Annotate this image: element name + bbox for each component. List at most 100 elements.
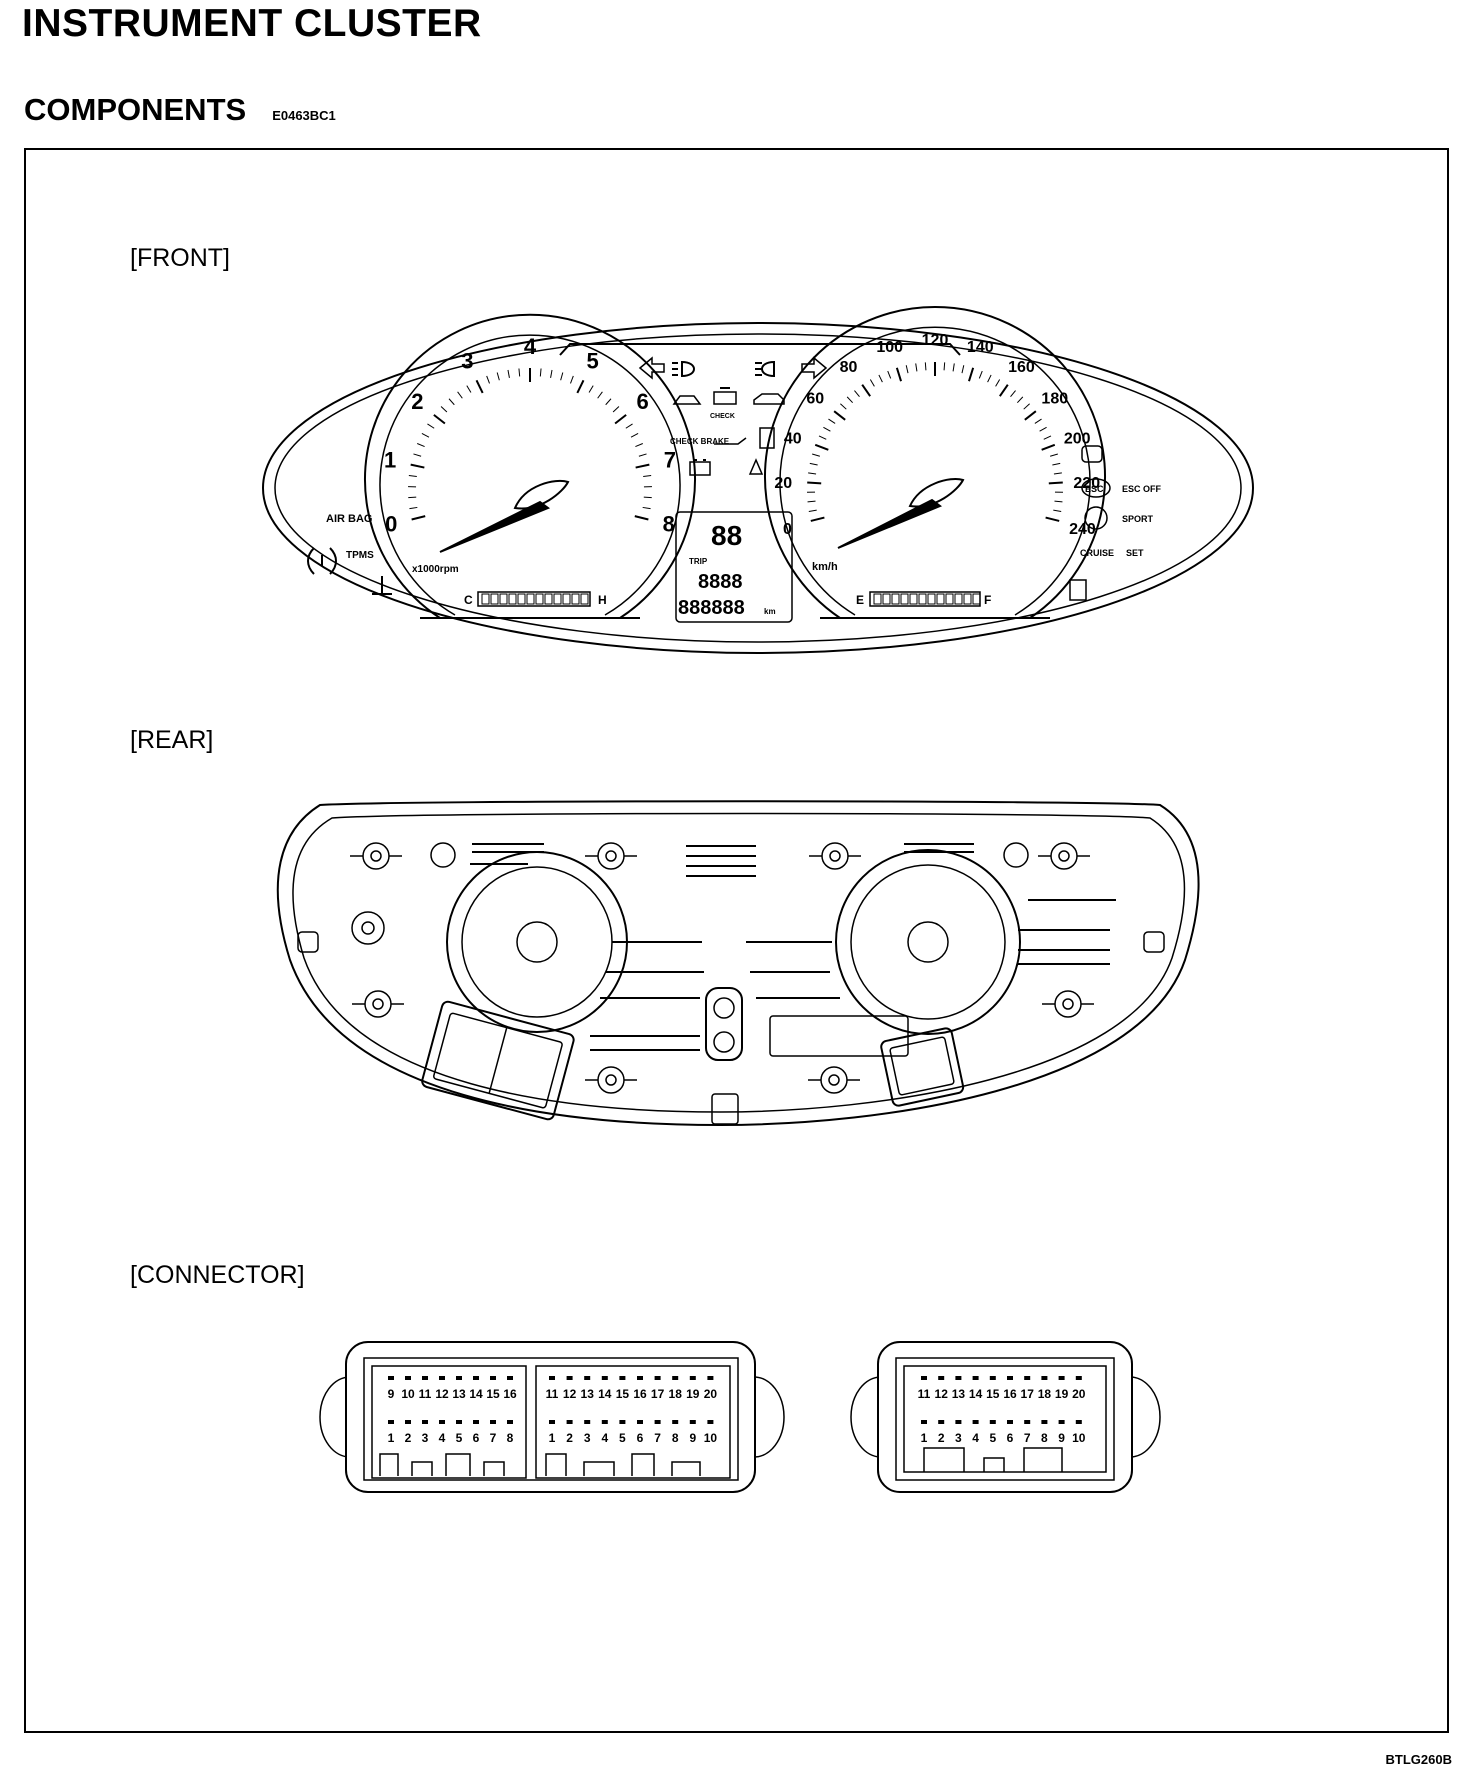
bolt xyxy=(1054,990,1082,1018)
fog-light-icon xyxy=(755,360,775,378)
rear-knob-mount xyxy=(351,911,385,945)
connector-right-pin-terminal xyxy=(972,1376,979,1380)
tach-number: 3 xyxy=(461,348,473,373)
connector-left-b-pin-terminal xyxy=(672,1376,679,1380)
speedo-tick xyxy=(1043,435,1052,440)
connector-left-b-pin-number: 20 xyxy=(704,1387,718,1401)
tach-tick xyxy=(643,475,652,477)
odometer-digits: 888888 xyxy=(678,597,745,619)
rear-connector-right xyxy=(880,1027,965,1107)
coolant-temp-icon xyxy=(372,576,392,595)
speedo-number: 160 xyxy=(1008,359,1035,376)
speedo-bezel xyxy=(764,306,1106,619)
gauge-segment xyxy=(900,593,909,605)
rear-bottom-clip xyxy=(711,1093,739,1125)
rear-housing-outer xyxy=(276,800,1200,1127)
fuel-empty-label: E xyxy=(856,593,864,607)
tach-tick xyxy=(411,515,426,521)
connector-right-pin-terminal xyxy=(1075,1420,1082,1424)
speedo-tick xyxy=(846,396,854,404)
tach-tick xyxy=(635,463,650,469)
tach-tick xyxy=(421,433,430,438)
fuel-full-label: F xyxy=(984,593,991,607)
gauge-segment xyxy=(580,593,589,605)
connector-left-b-pin-terminal xyxy=(707,1420,714,1424)
connector-left-a-pin-number: 3 xyxy=(422,1431,429,1445)
speedo-tick xyxy=(905,365,909,374)
tach-tick xyxy=(417,443,425,448)
connector-left-b-pin-terminal xyxy=(707,1376,714,1380)
bolt xyxy=(1050,842,1078,870)
connector-right-pin-terminal xyxy=(955,1376,962,1380)
center-lcd xyxy=(675,511,793,623)
connector-left-a-pin-number: 4 xyxy=(439,1431,446,1445)
speedo-tick xyxy=(1039,426,1047,432)
connector-left-a-pin-terminal xyxy=(422,1420,428,1424)
rear-view-label: [REAR] xyxy=(130,726,214,754)
connector-right-pin-terminal xyxy=(938,1420,945,1424)
esc-label: ESC xyxy=(1085,484,1104,494)
cluster-outer-shell xyxy=(262,322,1254,654)
connector-left-b-pin-terminal xyxy=(584,1376,591,1380)
connector-left-a-pin-terminal xyxy=(490,1376,496,1380)
speedo-tick xyxy=(814,443,829,451)
speedo-tick xyxy=(812,453,820,457)
speedo-tick xyxy=(1053,472,1062,475)
tach-tick xyxy=(570,375,574,384)
gauge-segment xyxy=(544,593,553,605)
tach-hub xyxy=(513,480,570,510)
airbag-label: AIR BAG xyxy=(326,513,372,525)
section-code: E0463BC1 xyxy=(272,108,336,123)
tach-number: 5 xyxy=(587,348,599,373)
connector-left-b-pin-terminal xyxy=(601,1376,608,1380)
connector-right-pin-terminal xyxy=(972,1420,979,1424)
connector-left-b-pin-number: 14 xyxy=(598,1387,612,1401)
gauge-segment xyxy=(945,593,954,605)
speedo-number: 240 xyxy=(1069,521,1096,538)
connector-right-pin-terminal xyxy=(938,1376,945,1380)
bolt-hole xyxy=(605,1074,617,1086)
connector-left-b-pin-number: 12 xyxy=(563,1387,577,1401)
trip-digits: 8888 xyxy=(698,571,743,593)
speedo-tick xyxy=(823,426,831,432)
connector-left-b-pin-terminal xyxy=(689,1420,696,1424)
connector-left-b-pin-terminal xyxy=(566,1420,573,1424)
connector-right-pin-terminal xyxy=(921,1376,927,1380)
connector-right-pin-number: 3 xyxy=(955,1431,962,1445)
speedo-tick xyxy=(861,384,871,397)
top-indicator-strip xyxy=(559,343,961,356)
tach-tick xyxy=(625,423,633,429)
speedo-tick xyxy=(1048,481,1063,485)
connector-left-a-pin-number: 7 xyxy=(490,1431,497,1445)
speedo-tick xyxy=(1052,462,1061,466)
connector-left-b-pin-number: 18 xyxy=(669,1387,683,1401)
connector-right-pin-number: 14 xyxy=(969,1387,983,1401)
connector-left-block-b xyxy=(535,1365,731,1479)
rear-vents xyxy=(470,843,1116,1051)
connector-right-pin-terminal xyxy=(955,1420,962,1424)
speedo-tick xyxy=(924,362,927,371)
tach-tick xyxy=(413,453,422,457)
speedo-number: 120 xyxy=(922,332,949,349)
speedo-tick xyxy=(968,367,975,382)
fuel-gauge xyxy=(869,591,981,607)
connector-left-a-pin-number: 2 xyxy=(405,1431,412,1445)
connector-right-pin-number: 1 xyxy=(921,1431,928,1445)
traction-icon xyxy=(1081,445,1103,463)
gauge-segment xyxy=(517,593,526,605)
gauge-segment xyxy=(954,593,963,605)
connector-right-pin-terminal xyxy=(1007,1420,1013,1424)
connector-left-a-pin-terminal xyxy=(456,1420,462,1424)
tach-tick xyxy=(475,379,484,394)
connector-left-a-pin-number: 11 xyxy=(419,1387,432,1401)
bolt xyxy=(820,1066,848,1094)
speedo-number: 60 xyxy=(806,390,824,407)
connector-left-a-pin-number: 16 xyxy=(503,1387,517,1401)
speedo-dial xyxy=(779,326,1091,616)
speedo-tick xyxy=(807,481,822,485)
speedo-tick xyxy=(1053,509,1062,512)
page-title: INSTRUMENT CLUSTER xyxy=(22,2,482,45)
speedo-number: 0 xyxy=(783,521,792,538)
